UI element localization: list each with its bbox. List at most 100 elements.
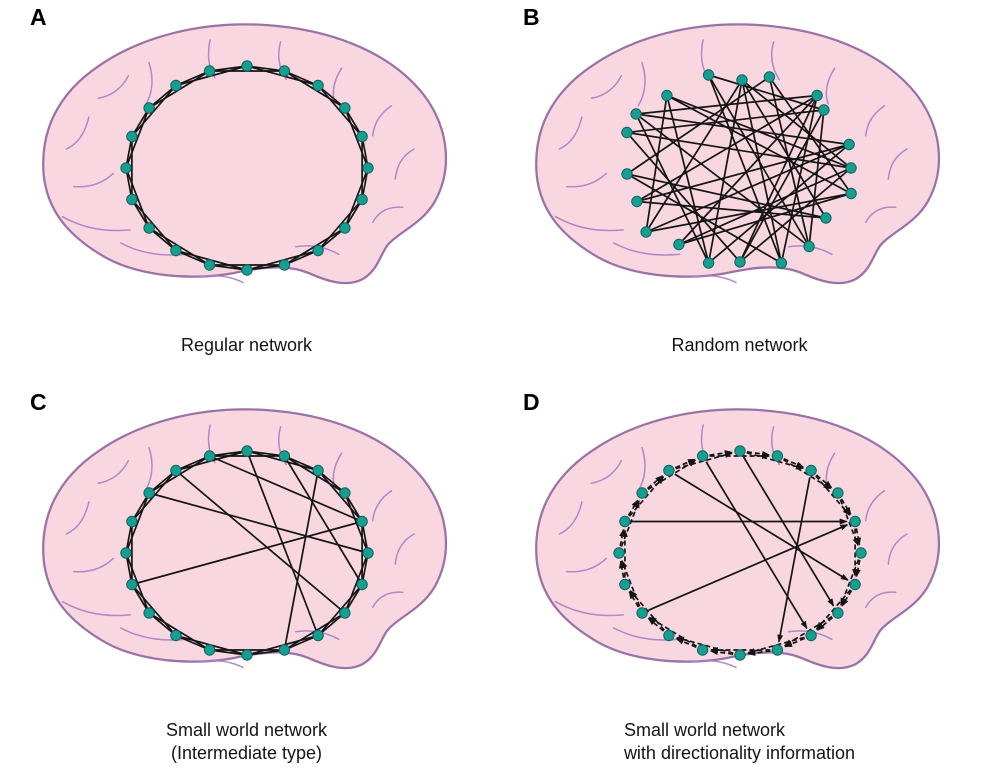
network-node: [619, 578, 631, 591]
network-node: [120, 162, 132, 174]
panel-letter: A: [30, 4, 48, 30]
panel-caption: Small world network with directionality …: [624, 719, 855, 765]
network-edge: [148, 612, 177, 637]
network-node: [771, 450, 784, 462]
network-node: [339, 607, 351, 619]
network-edge: [148, 492, 369, 554]
network-node: [734, 445, 746, 457]
panel-small-world-network: C Small world network (Intermediate type…: [0, 385, 493, 771]
network-node: [356, 578, 368, 591]
network-edge: [777, 477, 811, 643]
network-edge: [175, 634, 210, 651]
network-edge: [636, 200, 826, 219]
network-edge: [646, 475, 664, 490]
network-edge: [739, 95, 818, 263]
network-node: [203, 65, 216, 77]
network-node: [278, 259, 291, 271]
panel-small-world-directed-network: D Small world network with directionalit…: [493, 385, 986, 771]
network-node: [811, 89, 823, 102]
network-node: [241, 445, 253, 457]
network-node: [663, 629, 675, 642]
network-node: [241, 264, 253, 276]
network-node: [805, 629, 817, 642]
panel-regular-network: A Regular network: [0, 0, 493, 385]
network-node: [636, 487, 648, 499]
network-edge: [284, 70, 319, 87]
network-edge: [148, 84, 177, 109]
random-network-diagram: [535, 23, 941, 285]
network-edge: [645, 143, 850, 233]
network-edge: [815, 474, 833, 489]
network-node: [663, 464, 675, 477]
network-node: [849, 515, 861, 528]
network-edge: [317, 227, 346, 252]
network-node: [143, 222, 155, 234]
network-node: [170, 244, 182, 257]
network-node: [631, 195, 643, 208]
network-edge: [626, 131, 852, 169]
panel-letter: D: [523, 389, 541, 415]
network-node: [696, 644, 709, 656]
network-edge: [635, 113, 850, 146]
network-edge: [648, 524, 849, 611]
network-node: [855, 547, 867, 559]
network-node: [126, 193, 138, 206]
network-node: [143, 487, 155, 499]
network-node: [818, 104, 830, 116]
network-edge: [674, 458, 696, 469]
network-node: [696, 450, 709, 462]
network-node: [126, 578, 138, 591]
network-node: [736, 74, 748, 86]
network-edge: [635, 113, 810, 248]
network-node: [805, 464, 817, 477]
network-node: [661, 89, 673, 102]
network-node: [278, 450, 291, 462]
network-edge: [635, 113, 710, 264]
network-graph: [621, 69, 857, 269]
network-edge: [317, 84, 346, 109]
network-edge: [747, 649, 771, 656]
small-world-network-diagram: [42, 408, 448, 670]
network-node: [278, 65, 291, 77]
network-node: [312, 244, 324, 257]
network-edge: [618, 560, 625, 578]
network-edge: [741, 79, 852, 169]
network-edge: [209, 455, 363, 523]
network-edge: [125, 492, 150, 554]
network-node: [339, 102, 351, 114]
network-edge: [125, 107, 150, 169]
network-node: [630, 108, 642, 120]
network-node: [640, 226, 652, 238]
network-node: [143, 102, 155, 114]
network-edge: [148, 469, 177, 494]
network-node: [843, 138, 855, 151]
network-edge: [678, 192, 852, 246]
network-edge: [816, 616, 834, 631]
network-node: [203, 644, 216, 656]
network-edge: [626, 109, 824, 134]
network-edge: [344, 107, 369, 169]
network-node: [734, 649, 746, 661]
network-edge: [666, 94, 852, 195]
network-edge: [741, 79, 827, 219]
network-edge: [674, 473, 849, 581]
network-edge: [708, 74, 825, 111]
network-edge: [707, 79, 743, 264]
network-edge: [125, 167, 150, 229]
network-edge: [175, 249, 210, 266]
network-edge: [344, 167, 369, 229]
network-edge: [148, 227, 177, 252]
caption-line: (Intermediate type): [170, 743, 323, 764]
regular-network-diagram: [42, 23, 448, 285]
network-node: [203, 259, 216, 271]
network-node: [803, 240, 815, 253]
network-edge: [628, 590, 640, 608]
network-node: [126, 515, 138, 528]
network-edge: [175, 469, 346, 614]
network-node: [143, 607, 155, 619]
network-node: [170, 629, 182, 642]
network-edge: [283, 455, 363, 585]
network-node: [763, 71, 776, 83]
network-node: [673, 238, 685, 251]
network-node: [312, 629, 324, 642]
